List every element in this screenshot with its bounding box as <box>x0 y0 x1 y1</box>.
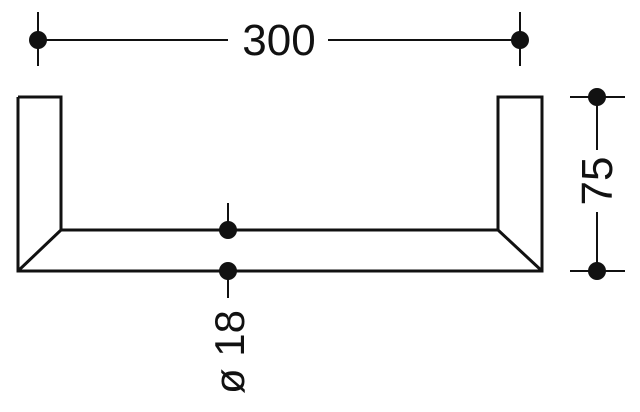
bracket-left-bevel <box>16 228 63 273</box>
diameter-label: ø 18 <box>206 310 253 394</box>
diameter-dimension: ø 18 <box>206 203 253 394</box>
height-dimension: 75 <box>570 88 625 280</box>
bracket-right-bevel <box>496 228 544 273</box>
width-terminator-left <box>29 31 47 49</box>
width-terminator-right <box>511 31 529 49</box>
height-terminator-bottom <box>588 262 606 280</box>
diameter-terminator-top <box>219 221 237 239</box>
bracket-outer-edge <box>16 95 544 273</box>
bracket-outline <box>16 95 544 273</box>
width-dimension: 300 <box>29 12 529 66</box>
width-label: 300 <box>242 16 315 65</box>
height-terminator-top <box>588 88 606 106</box>
height-label: 75 <box>573 157 622 206</box>
diameter-terminator-bottom <box>219 262 237 280</box>
